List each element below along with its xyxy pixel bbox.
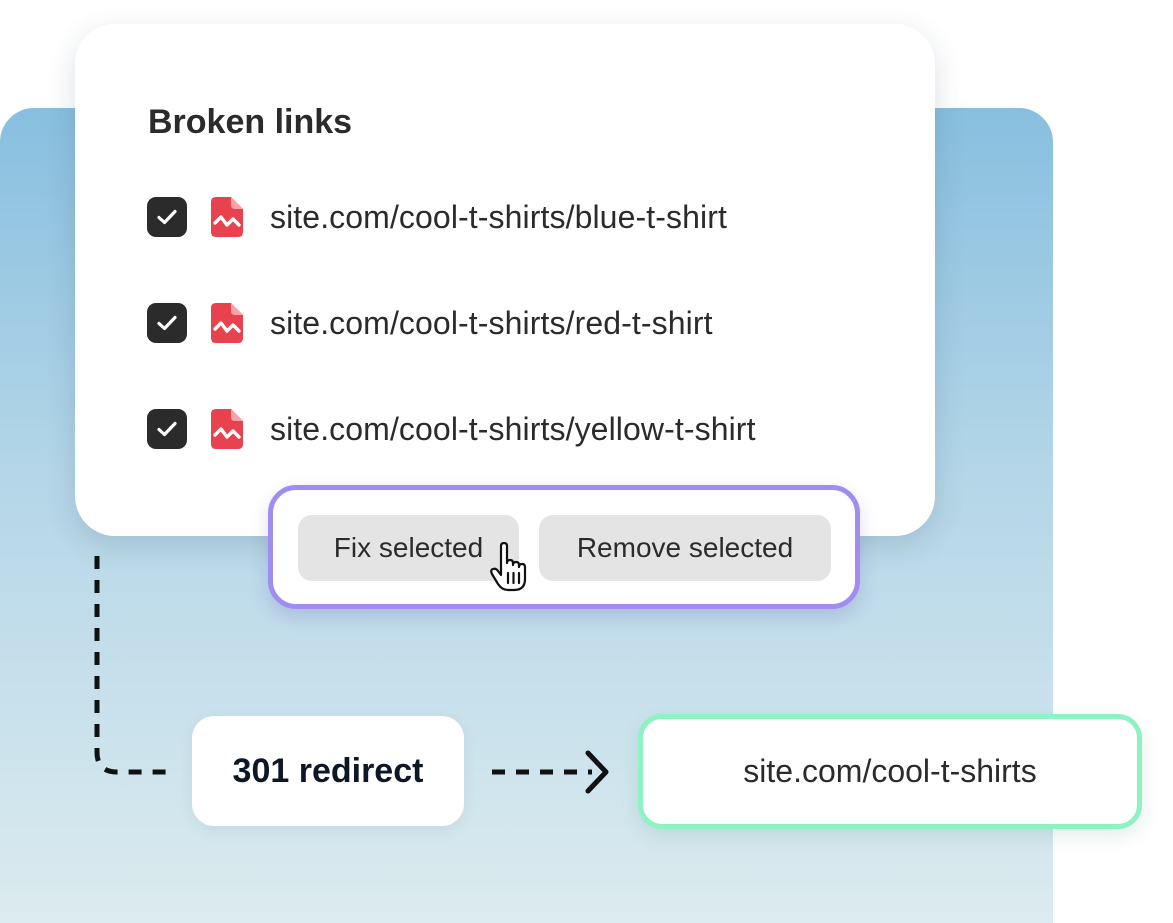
- broken-link-url[interactable]: site.com/cool-t-shirts/blue-t-shirt: [270, 198, 727, 235]
- check-icon: [157, 421, 177, 437]
- link-checkbox[interactable]: [147, 197, 187, 237]
- link-checkbox[interactable]: [147, 409, 187, 449]
- redirect-badge: 301 redirect: [192, 716, 464, 826]
- broken-link-url[interactable]: site.com/cool-t-shirts/red-t-shirt: [270, 304, 713, 341]
- broken-links-card: Broken links site.com/cool-t-shirts/blue…: [75, 24, 935, 536]
- broken-file-icon: [211, 197, 243, 237]
- check-icon: [157, 315, 177, 331]
- broken-file-icon: [211, 303, 243, 343]
- broken-file-icon: [211, 409, 243, 449]
- bulk-action-bar: Fix selected Remove selected: [268, 485, 860, 609]
- redirect-target-url[interactable]: site.com/cool-t-shirts: [638, 714, 1142, 829]
- broken-link-row: site.com/cool-t-shirts/blue-t-shirt: [147, 195, 727, 239]
- card-title: Broken links: [148, 103, 353, 141]
- broken-link-row: site.com/cool-t-shirts/red-t-shirt: [147, 301, 713, 345]
- fix-selected-button[interactable]: Fix selected: [298, 515, 519, 581]
- remove-selected-button[interactable]: Remove selected: [539, 515, 831, 581]
- broken-link-row: site.com/cool-t-shirts/yellow-t-shirt: [147, 407, 756, 451]
- broken-link-url[interactable]: site.com/cool-t-shirts/yellow-t-shirt: [270, 410, 756, 447]
- hand-pointer-icon: [490, 542, 527, 592]
- check-icon: [157, 209, 177, 225]
- link-checkbox[interactable]: [147, 303, 187, 343]
